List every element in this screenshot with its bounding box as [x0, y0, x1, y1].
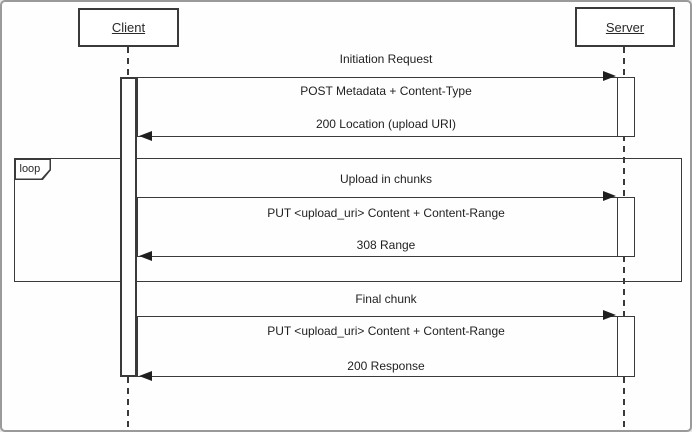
message-308-range: 308 Range [356, 238, 416, 252]
request-arrowhead-icon [603, 191, 616, 201]
client-actor-label: Client [111, 20, 146, 35]
response-arrowhead-icon [139, 131, 152, 141]
phase-title-upload-chunks: Upload in chunks [339, 172, 433, 186]
phase-title-final-chunk: Final chunk [355, 292, 417, 306]
response-arrowhead-icon [139, 371, 152, 381]
message-put-chunk: PUT <upload_uri> Content + Content-Range [267, 206, 505, 220]
loop-frame [14, 158, 682, 282]
server-activation-bar-1 [617, 77, 635, 137]
message-200-response: 200 Response [347, 359, 425, 373]
request-arrowhead-icon [603, 71, 616, 81]
server-actor-box: Server [575, 7, 675, 47]
client-activation-bar [120, 77, 137, 377]
server-activation-bar-3 [617, 316, 635, 377]
message-200-location: 200 Location (upload URI) [315, 117, 457, 131]
phase-title-initiation: Initiation Request [339, 52, 433, 66]
request-arrowhead-icon [603, 310, 616, 320]
server-actor-label: Server [605, 19, 645, 35]
server-activation-bar-2 [617, 197, 635, 257]
client-actor-box: Client [78, 8, 179, 47]
loop-operator-tab: loop [14, 158, 51, 180]
message-put-final-chunk: PUT <upload_uri> Content + Content-Range [267, 324, 505, 338]
response-arrowhead-icon [139, 251, 152, 261]
message-post-metadata: POST Metadata + Content-Type [300, 84, 472, 98]
loop-operator-label: loop [19, 163, 41, 175]
